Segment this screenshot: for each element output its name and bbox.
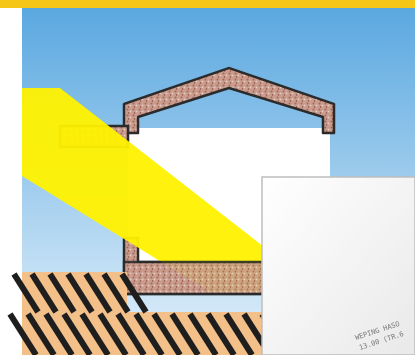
photo-overlay: WEPING HASO 13.00 (TR.6 (262, 177, 415, 355)
left-margin (0, 8, 22, 355)
top-color-bar (0, 0, 415, 8)
